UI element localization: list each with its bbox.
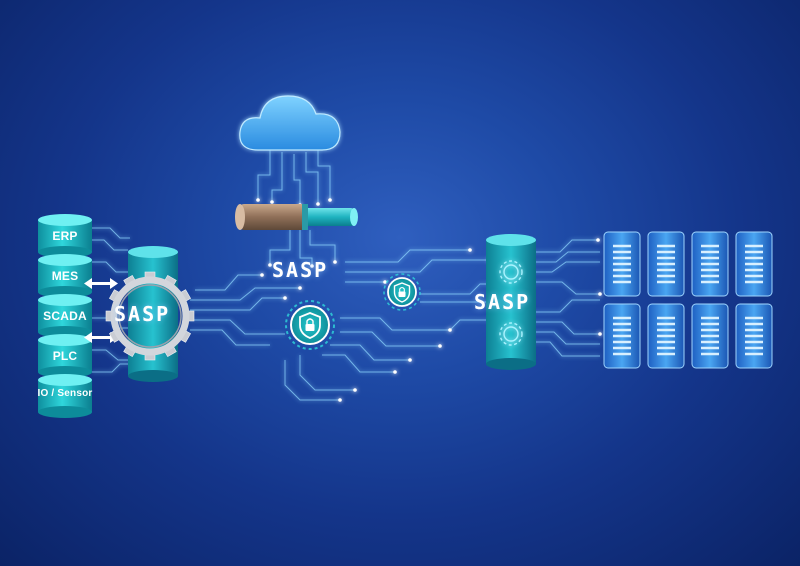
center-platform-label: SASP	[272, 258, 329, 282]
server-icon	[603, 303, 641, 369]
server-icon	[647, 231, 685, 297]
right-gateway-label: SASP	[474, 290, 531, 314]
right-gateway	[486, 234, 536, 370]
server-icon	[647, 303, 685, 369]
server-icon	[735, 303, 773, 369]
circuit-traces	[92, 148, 600, 401]
server-rack	[603, 231, 773, 369]
system-label-scada: SCADA	[43, 309, 87, 323]
system-label-erp: ERP	[52, 229, 78, 243]
server-icon	[691, 303, 729, 369]
gear-icon	[105, 271, 195, 361]
system-label-mes: MES	[51, 269, 79, 283]
system-label-io-sensor: IO / Sensor	[37, 388, 93, 399]
shield-lock-icon	[285, 300, 335, 350]
gear-icon	[499, 260, 523, 346]
left-gateway-label: SASP	[114, 302, 171, 326]
server-icon	[691, 231, 729, 297]
trace-nodes	[256, 198, 602, 402]
shield-lock-icon	[383, 273, 421, 311]
cloud-icon	[239, 95, 341, 151]
cylinder-mes	[38, 254, 92, 298]
left-gateway	[105, 246, 195, 382]
pipe-connector	[235, 204, 358, 230]
server-icon	[735, 231, 773, 297]
cylinder-io-sensor	[38, 374, 92, 418]
system-label-plc: PLC	[52, 349, 78, 363]
double-arrow-icon	[84, 278, 118, 289]
server-icon	[603, 231, 641, 297]
system-stack	[38, 214, 92, 418]
